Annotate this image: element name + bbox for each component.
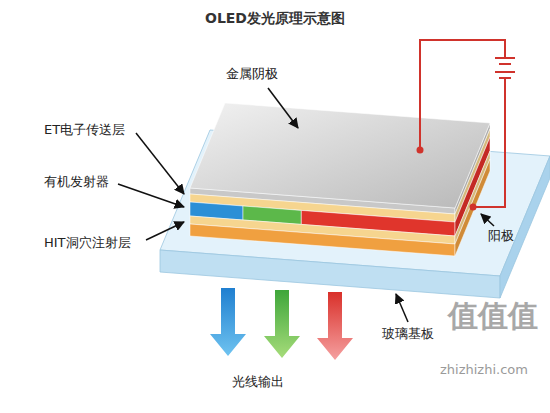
terminal-dot: [470, 204, 477, 211]
watermark: zhizhizhi.com: [440, 362, 528, 378]
watermark-logo: 值值值: [448, 298, 538, 334]
part-label: HIT洞穴注射层: [44, 235, 131, 251]
part-label: ET电子传送层: [44, 122, 125, 138]
leader-lines: [118, 88, 494, 322]
layer-stack: [190, 103, 490, 256]
light-arrows: [210, 288, 353, 360]
part-label: 玻璃基板: [382, 326, 434, 342]
part-label: 有机发射器: [44, 174, 109, 190]
output-label: 光线输出: [232, 374, 284, 390]
diagram-title: OLED发光原理示意图: [0, 10, 550, 27]
battery-circuit: [420, 40, 515, 207]
part-label: 阳极: [488, 228, 514, 244]
part-label: 金属阴极: [226, 66, 278, 82]
terminal-dot: [417, 147, 424, 154]
